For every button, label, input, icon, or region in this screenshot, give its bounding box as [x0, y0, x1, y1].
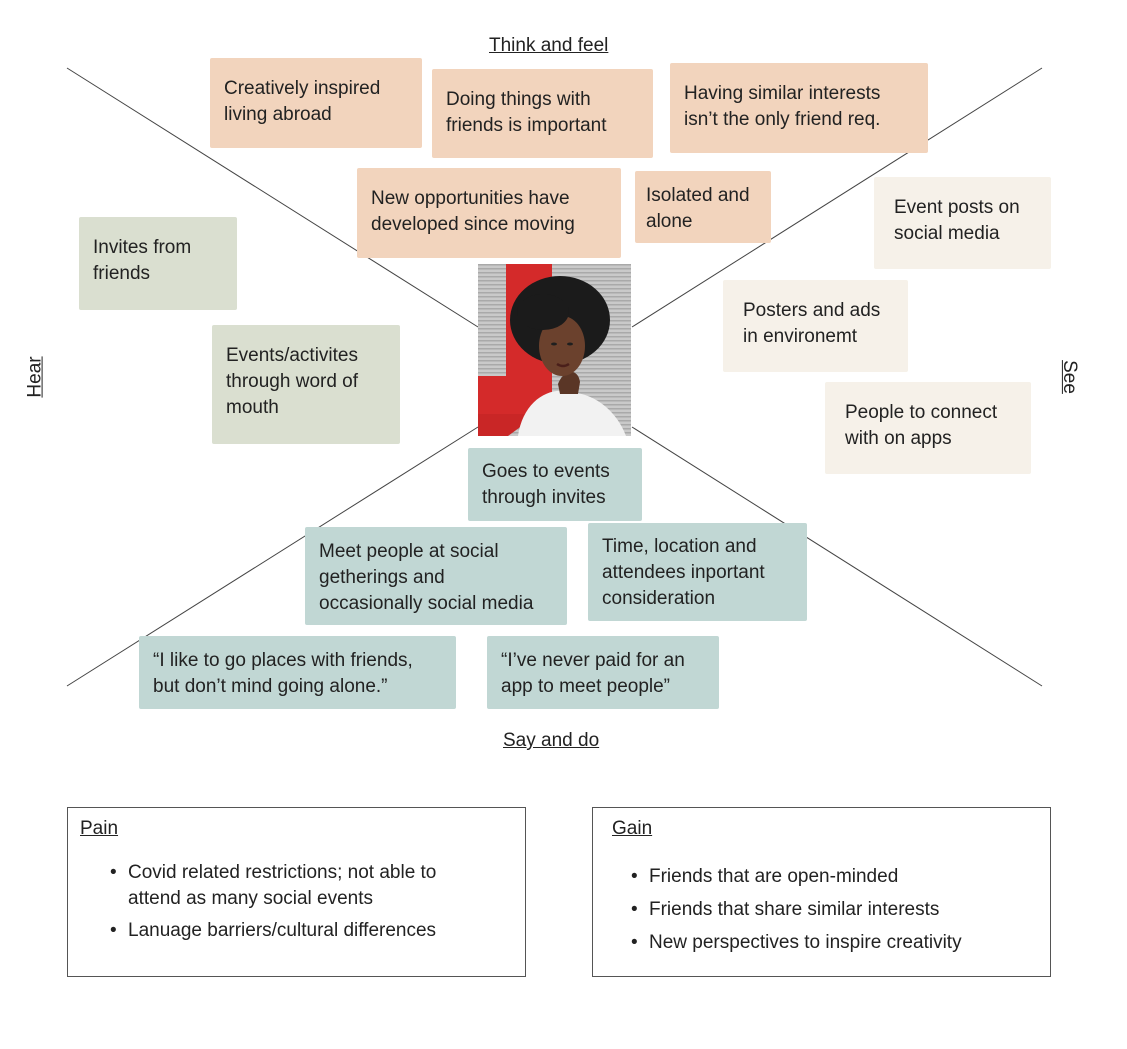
gain-item: •Friends that are open-minded	[631, 866, 899, 887]
pain-item: •Covid related restrictions; not able to…	[110, 862, 437, 909]
say-note: Time, location and attendees inportant c…	[588, 523, 807, 621]
gain-item: •Friends that share similar interests	[631, 899, 940, 920]
think-note: Doing things with friends is important	[432, 69, 653, 158]
pain-box: Pain •Covid related restrictions; not ab…	[67, 807, 526, 977]
gain-item: •New perspectives to inspire creativity	[631, 932, 962, 953]
say-note: “I’ve never paid for an app to meet peop…	[487, 636, 719, 709]
gain-box: Gain •Friends that are open-minded •Frie…	[592, 807, 1051, 977]
pain-title: Pain	[80, 818, 119, 839]
hear-note: Invites from friends	[79, 217, 237, 310]
see-note: Event posts on social media	[874, 177, 1051, 269]
think-note: Isolated and alone	[635, 171, 771, 243]
say-note: Goes to events through invites	[468, 448, 642, 521]
see-note: Posters and ads in environemt	[723, 280, 908, 372]
pain-item: •Lanuage barriers/cultural differences	[110, 920, 437, 941]
see-label: See	[1058, 360, 1080, 394]
pain-list: •Covid related restrictions; not able to…	[110, 860, 510, 944]
gain-title: Gain	[612, 818, 653, 839]
gain-list: •Friends that are open-minded •Friends t…	[631, 864, 1041, 956]
hear-label: Hear	[24, 356, 46, 398]
think-and-feel-label: Think and feel	[489, 35, 609, 56]
say-note: “I like to go places with friends, but d…	[139, 636, 456, 709]
think-note: New opportunities have developed since m…	[357, 168, 621, 258]
persona-portrait	[478, 264, 631, 436]
see-note: People to connect with on apps	[825, 382, 1031, 474]
think-note: Creatively inspired living abroad	[210, 58, 422, 148]
hear-note: Events/activites through word of mouth	[212, 325, 400, 444]
think-note: Having similar interests isn’t the only …	[670, 63, 928, 153]
say-and-do-label: Say and do	[503, 730, 600, 751]
say-note: Meet people at social getherings and occ…	[305, 527, 567, 625]
